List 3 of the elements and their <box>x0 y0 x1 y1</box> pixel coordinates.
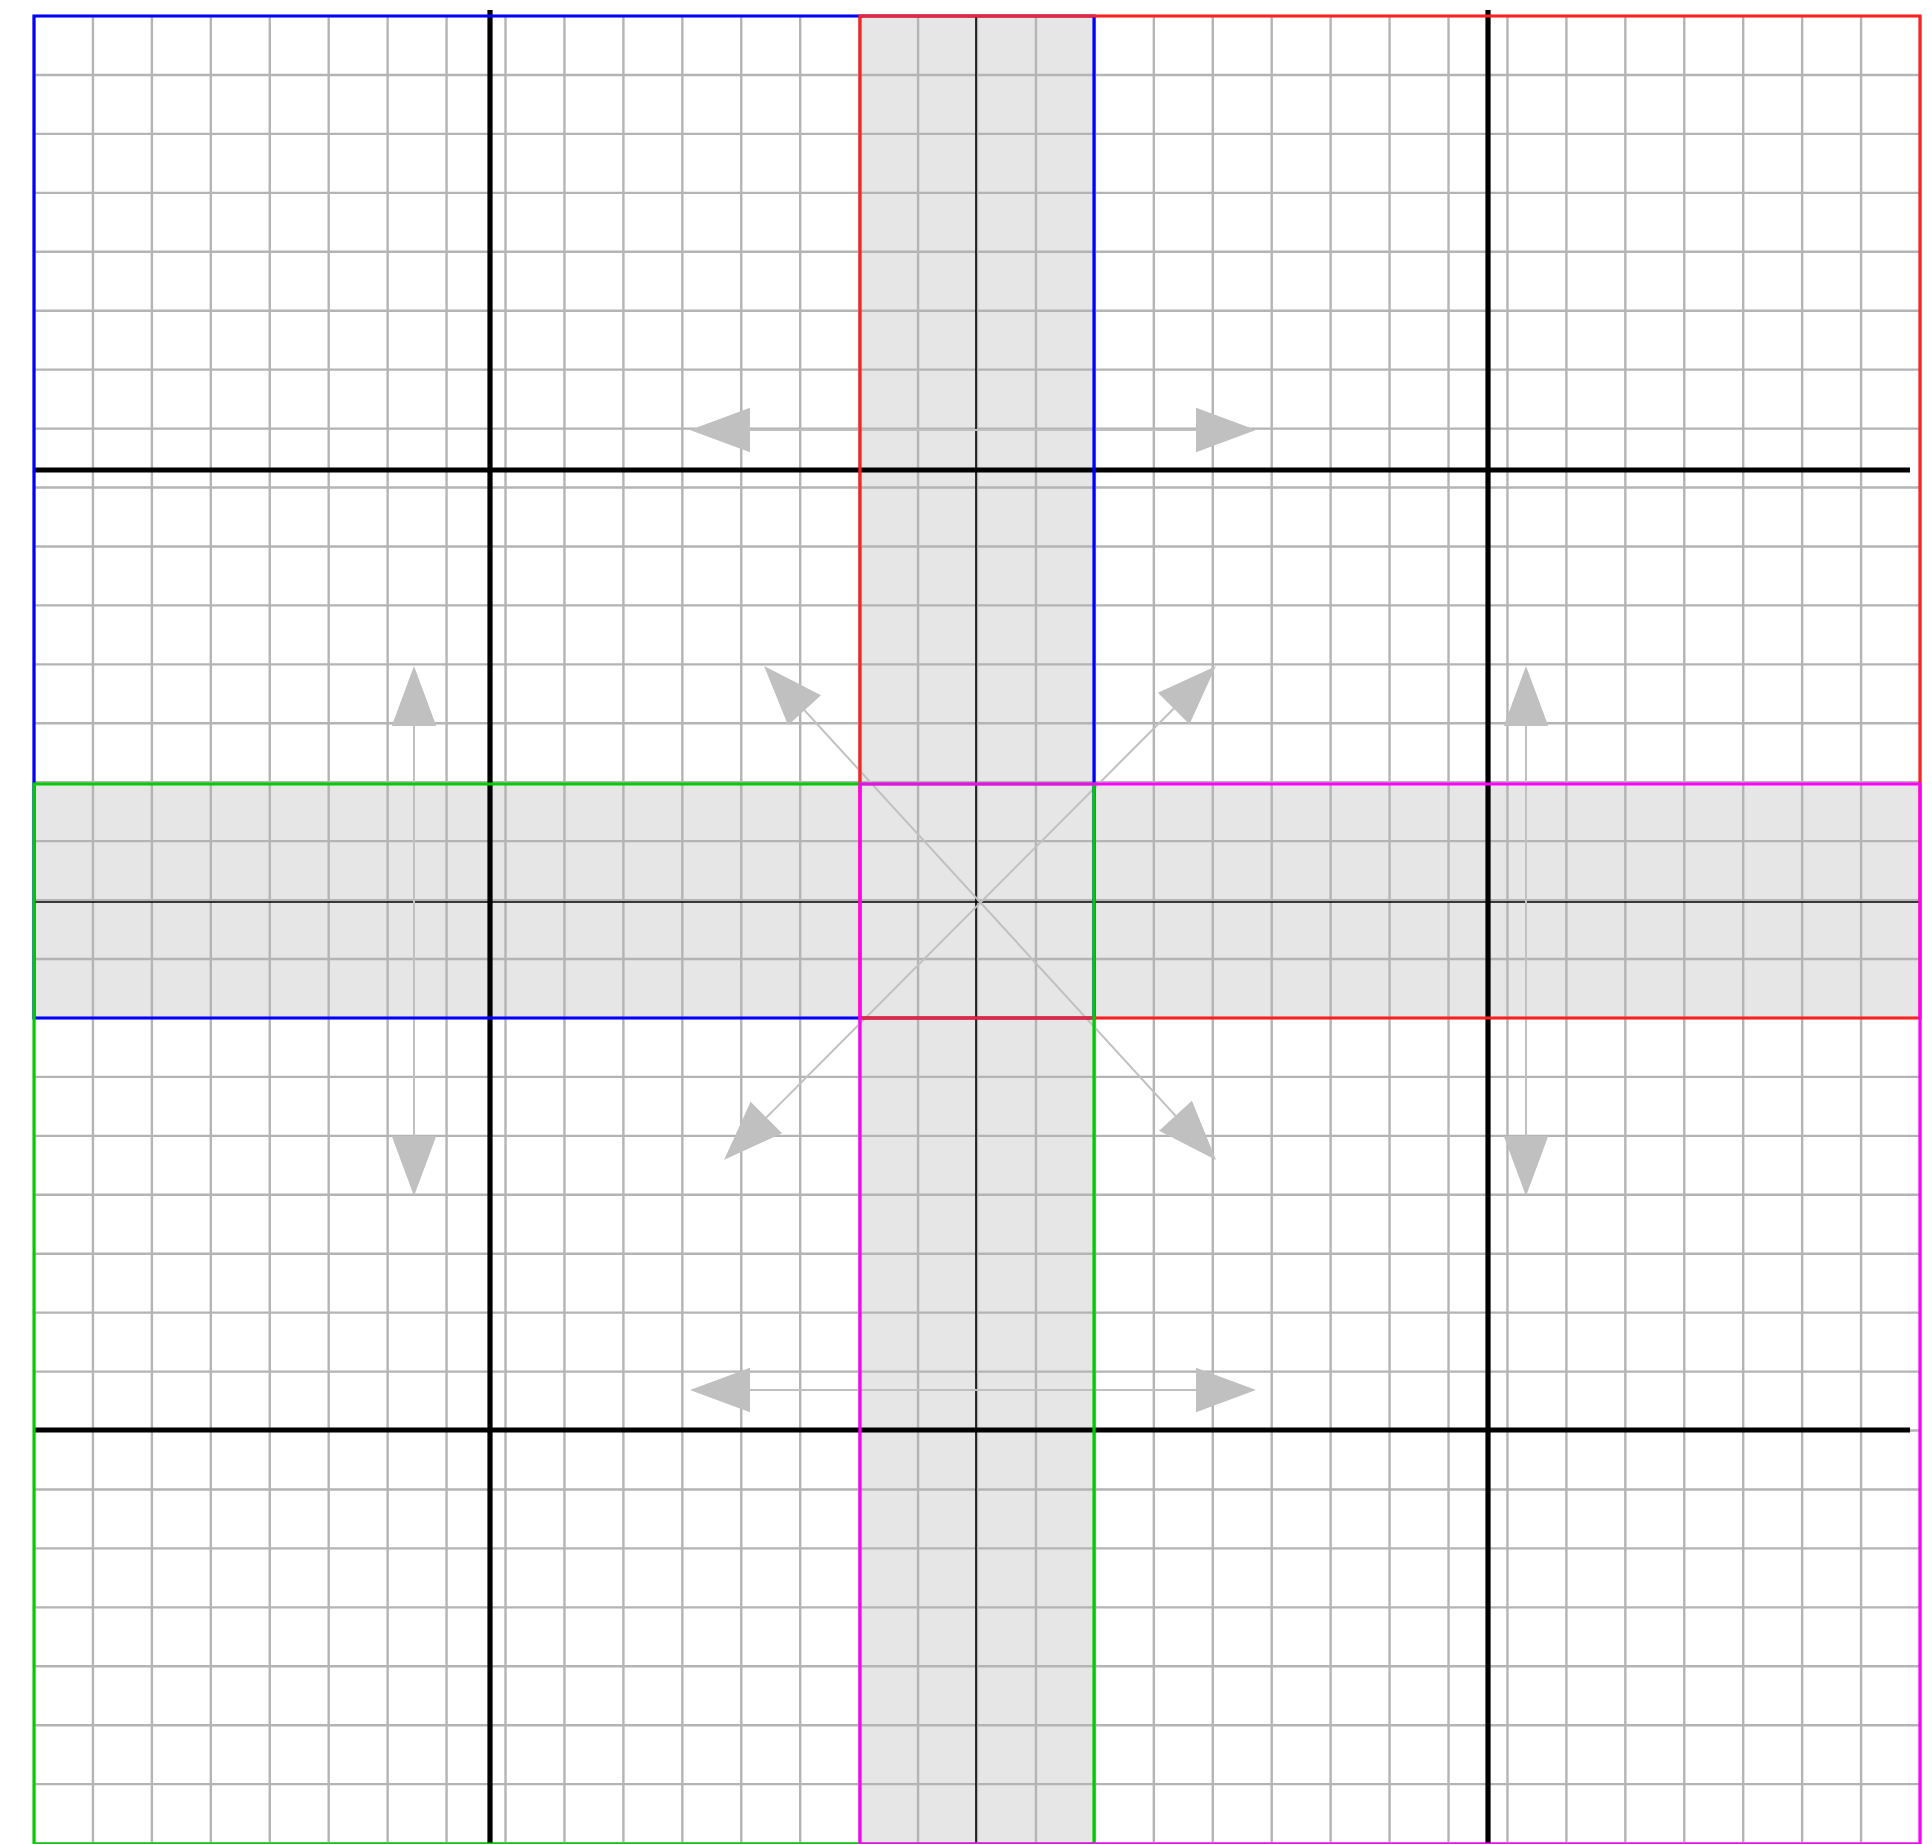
shaded-band <box>34 784 1920 1018</box>
outlined-square <box>32 14 1096 1020</box>
outlined-square <box>858 14 1922 1020</box>
